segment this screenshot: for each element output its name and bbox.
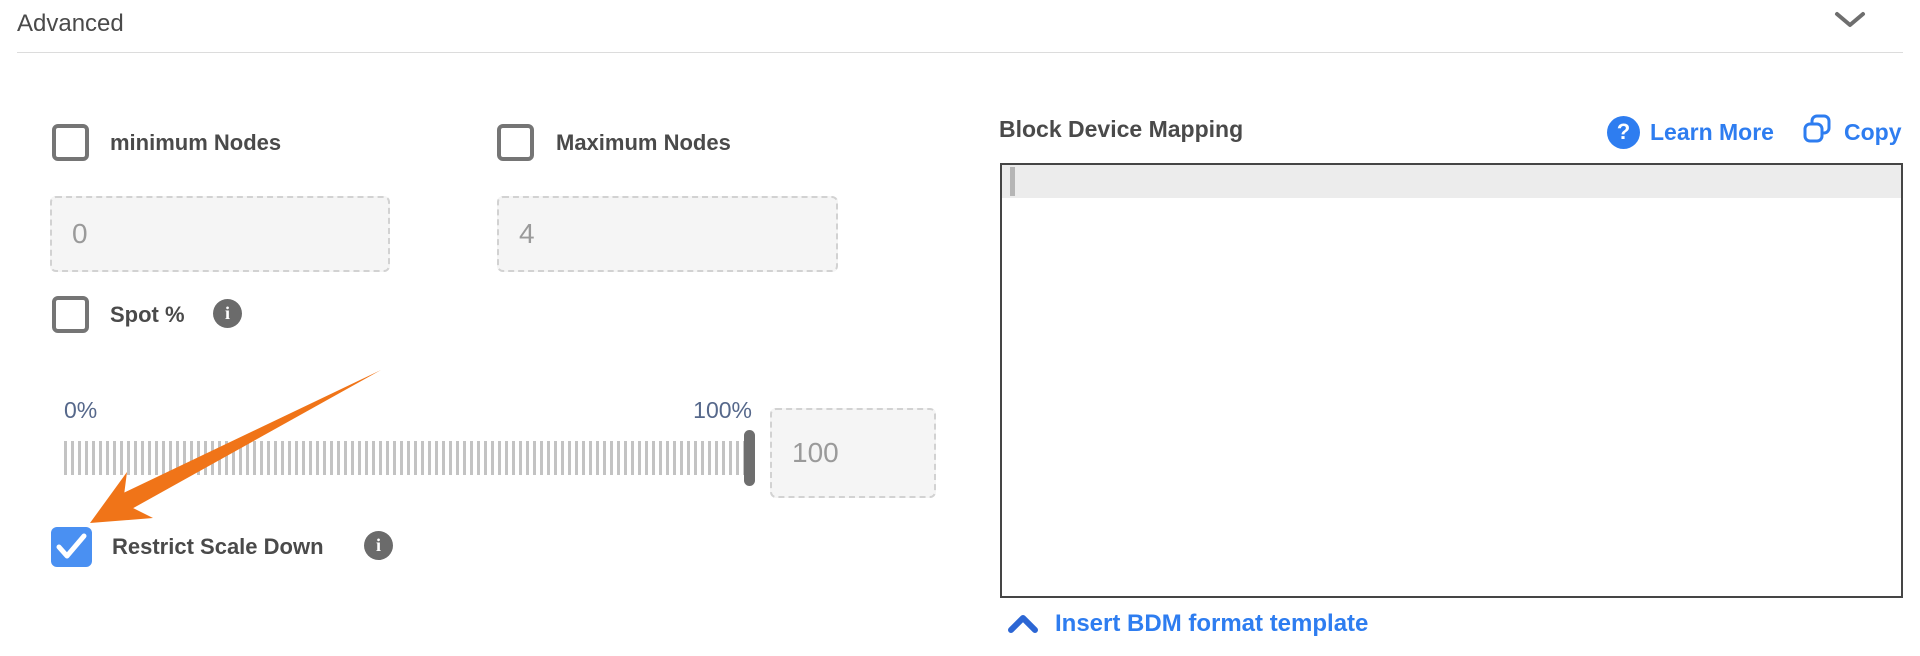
insert-bdm-template-label: Insert BDM format template	[1055, 610, 1369, 637]
restrict-info-icon[interactable]: i	[364, 531, 393, 560]
chevron-up-icon	[1006, 613, 1040, 635]
min-nodes-input[interactable]	[50, 196, 390, 272]
spot-percent-slider[interactable]	[64, 430, 755, 486]
copy-button[interactable]: Copy	[1800, 112, 1902, 152]
spot-percent-checkbox[interactable]	[52, 296, 89, 333]
max-nodes-checkbox[interactable]	[497, 124, 534, 161]
bdm-links: ? Learn More Copy	[1607, 112, 1901, 152]
insert-bdm-template-link[interactable]: Insert BDM format template	[1006, 610, 1368, 638]
editor-active-line	[1002, 165, 1901, 198]
min-nodes-checkbox[interactable]	[52, 124, 89, 161]
chevron-down-icon	[1834, 11, 1866, 34]
section-title: Advanced	[17, 10, 124, 37]
learn-more-link[interactable]: ? Learn More	[1607, 115, 1774, 149]
max-nodes-label: Maximum Nodes	[556, 130, 731, 155]
slider-handle[interactable]	[744, 430, 755, 486]
bdm-title: Block Device Mapping	[999, 116, 1244, 142]
max-nodes-input[interactable]	[497, 196, 838, 272]
learn-more-label: Learn More	[1650, 118, 1774, 145]
bdm-editor[interactable]	[1000, 163, 1903, 598]
editor-cursor	[1010, 167, 1015, 196]
min-nodes-label: minimum Nodes	[110, 130, 282, 155]
restrict-scale-down-label: Restrict Scale Down	[112, 534, 324, 559]
slider-min-label: 0%	[64, 397, 98, 423]
section-divider	[17, 52, 1903, 53]
collapse-section-button[interactable]	[1833, 10, 1867, 34]
spot-percent-input[interactable]	[770, 408, 936, 498]
slider-max-label: 100%	[693, 397, 752, 423]
question-circle-icon: ?	[1607, 115, 1640, 149]
copy-icon	[1800, 112, 1834, 152]
restrict-scale-down-checkbox[interactable]	[51, 527, 92, 567]
spot-percent-label: Spot %	[110, 302, 185, 327]
spot-info-icon[interactable]: i	[213, 299, 242, 328]
copy-label: Copy	[1843, 118, 1902, 145]
